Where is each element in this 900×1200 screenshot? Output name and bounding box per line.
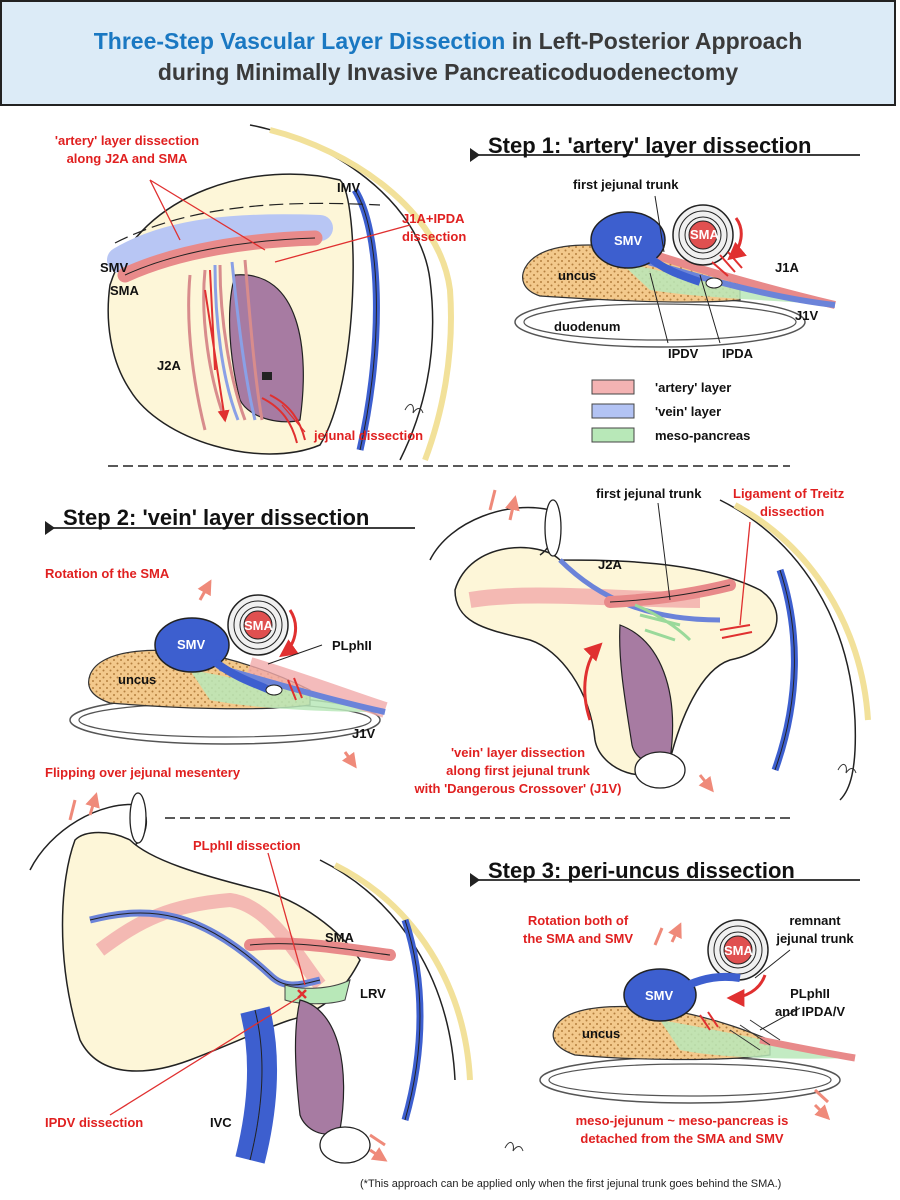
title-banner: Three-Step Vascular Layer Dissection in … xyxy=(0,0,896,106)
step3-title: Step 3: peri-uncus dissection xyxy=(488,858,795,883)
legend-label-artery: 'artery' layer xyxy=(655,380,731,395)
step3-label-plphii-line1: PLphII xyxy=(790,986,830,1001)
step1-artery-dissection-line1: 'artery' layer dissection xyxy=(55,133,199,148)
step1-label-j2a: J2A xyxy=(157,358,181,373)
step1-label-j1a: J1A xyxy=(775,260,799,275)
title-highlight: Three-Step Vascular Layer Dissection xyxy=(93,28,506,54)
step1-label-j1a-ipda-line2: dissection xyxy=(402,229,466,244)
step3-label-sma-circle: SMA xyxy=(724,943,754,958)
step1-schematic xyxy=(470,148,860,348)
step1-label-sma-circle: SMA xyxy=(690,227,720,242)
legend xyxy=(591,379,635,443)
step2-label-smv-circle: SMV xyxy=(177,637,206,652)
step1-label-smv: SMV xyxy=(100,260,129,275)
title-line-1: Three-Step Vascular Layer Dissection in … xyxy=(2,28,894,55)
step1-label-ipda: IPDA xyxy=(722,346,754,361)
step2-label-treitz-line2: dissection xyxy=(760,504,824,519)
step1-label-first-jejunal-trunk: first jejunal trunk xyxy=(573,177,679,192)
step1-label-sma: SMA xyxy=(110,283,140,298)
step2-schematic xyxy=(45,521,415,769)
step1-title: Step 1: 'artery' layer dissection xyxy=(488,133,812,158)
step2-label-flipping: Flipping over jejunal mesentery xyxy=(45,765,241,780)
step3-illustration xyxy=(29,793,524,1163)
step2-illustration xyxy=(429,490,871,801)
dissection-diagram: Step 1: 'artery' layer dissection 'arter… xyxy=(29,124,871,1181)
footnote: (*This approach can be applied only when… xyxy=(360,1178,782,1190)
title-rest: in Left-Posterior Approach xyxy=(505,28,803,54)
step1-label-jejunal-dissection: jejunal dissection xyxy=(313,428,423,443)
step2-label-treitz-line1: Ligament of Treitz xyxy=(733,486,845,501)
step2-label-vein-dissection-line3: with 'Dangerous Crossover' (J1V) xyxy=(413,781,621,796)
step2-label-j1v: J1V xyxy=(352,726,375,741)
step3-label-rotation-both-line1: Rotation both of xyxy=(528,913,629,928)
step1-label-ipdv: IPDV xyxy=(668,346,699,361)
step1-label-smv-circle: SMV xyxy=(614,233,643,248)
step3-label-plphii-line2: and IPDA/V xyxy=(775,1004,845,1019)
step3-label-detached-line2: detached from the SMA and SMV xyxy=(580,1131,784,1146)
step1-label-j1v: J1V xyxy=(795,308,818,323)
step3-label-uncus: uncus xyxy=(582,1026,620,1041)
step2-label-rotation-sma: Rotation of the SMA xyxy=(45,566,170,581)
step1-artery-dissection-line2: along J2A and SMA xyxy=(67,151,188,166)
step1-label-uncus: uncus xyxy=(558,268,596,283)
step2-label-vein-dissection-line2: along first jejunal trunk xyxy=(446,763,591,778)
step2-label-sma-circle: SMA xyxy=(244,618,274,633)
step2-label-plphii: PLphII xyxy=(332,638,372,653)
step3-label-remnant-line1: remnant xyxy=(789,913,841,928)
step1-label-imv: IMV xyxy=(337,180,360,195)
step3-label-sma: SMA xyxy=(325,930,355,945)
step3-label-rotation-both-line2: the SMA and SMV xyxy=(523,931,633,946)
step3-label-detached-line1: meso-jejunum ~ meso-pancreas is xyxy=(576,1113,789,1128)
step3-label-remnant-line2: jejunal trunk xyxy=(775,931,854,946)
step1-label-duodenum: duodenum xyxy=(554,319,620,334)
step2-label-uncus: uncus xyxy=(118,672,156,687)
step2-label-vein-dissection-line1: 'vein' layer dissection xyxy=(451,745,585,760)
step2-title: Step 2: 'vein' layer dissection xyxy=(63,505,369,530)
step3-label-ivc: IVC xyxy=(210,1115,232,1130)
legend-label-vein: 'vein' layer xyxy=(655,404,721,419)
step3-label-ipdv-dissection: IPDV dissection xyxy=(45,1115,143,1130)
step3-label-smv-circle: SMV xyxy=(645,988,674,1003)
step3-label-lrv: LRV xyxy=(360,986,386,1001)
step2-label-j2a: J2A xyxy=(598,557,622,572)
title-line-2: during Minimally Invasive Pancreaticoduo… xyxy=(157,59,739,85)
step2-label-first-jejunal-trunk: first jejunal trunk xyxy=(596,486,702,501)
step1-illustration xyxy=(107,124,454,462)
legend-label-meso: meso-pancreas xyxy=(655,428,750,443)
step1-label-j1a-ipda-line1: J1A+IPDA xyxy=(402,211,465,226)
step3-schematic xyxy=(470,873,860,1118)
step3-label-plphii-dissection: PLphII dissection xyxy=(193,838,301,853)
